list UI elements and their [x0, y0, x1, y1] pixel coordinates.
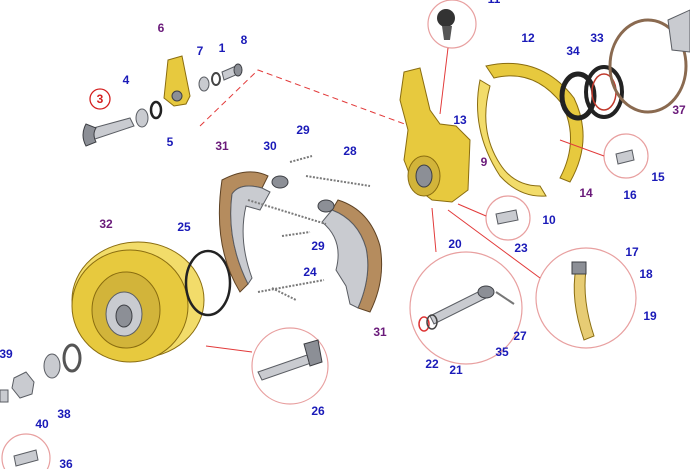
part-11-ball-joint-callout[interactable]	[427, 0, 477, 49]
part-31-brake-shoe-right[interactable]	[321, 199, 383, 313]
callout-5[interactable]: 5	[167, 135, 174, 149]
callout-16[interactable]: 16	[623, 188, 637, 202]
part-37-gasket[interactable]	[608, 18, 688, 114]
callout-31[interactable]: 31	[215, 139, 229, 153]
part-3-camshaft[interactable]	[82, 117, 135, 147]
assembly-guide-line	[199, 69, 411, 127]
part-15-16-bolt-callout[interactable]	[603, 133, 649, 179]
part-4-washer[interactable]	[135, 108, 149, 128]
callout-19[interactable]: 19	[643, 309, 657, 323]
part-10-23-bolt-callout[interactable]	[485, 195, 531, 241]
callout-23[interactable]: 23	[514, 241, 528, 255]
part-29-pin-lower[interactable]	[281, 231, 311, 237]
callout-17[interactable]: 17	[625, 245, 639, 259]
callout-29[interactable]: 29	[311, 239, 325, 253]
selected-callout-ring	[89, 88, 111, 110]
part-30-roller[interactable]	[271, 175, 289, 189]
part-36-bolt-callout[interactable]	[1, 433, 51, 469]
callout-1[interactable]: 1	[219, 41, 226, 55]
callout-30[interactable]: 30	[263, 139, 277, 153]
callout-35[interactable]: 35	[495, 345, 509, 359]
axle-hub	[667, 9, 690, 53]
callout-36[interactable]: 36	[59, 457, 73, 469]
part-26-bolt-callout[interactable]	[251, 327, 329, 405]
callout-32[interactable]: 32	[99, 217, 113, 231]
part-12-dust-shield[interactable]	[477, 62, 584, 197]
callout-13[interactable]: 13	[453, 113, 467, 127]
callout-26[interactable]: 26	[311, 404, 325, 418]
part-8-bolt[interactable]	[221, 63, 243, 81]
part-30-roller-lower[interactable]	[317, 199, 335, 213]
leader-35	[431, 207, 437, 253]
part-25-snap-ring[interactable]	[184, 249, 232, 317]
part-32-brake-drum[interactable]	[71, 241, 205, 363]
callout-10[interactable]: 10	[542, 213, 556, 227]
callout-8[interactable]: 8	[241, 33, 248, 47]
part-19-hose-callout[interactable]	[535, 247, 637, 349]
callout-24[interactable]: 24	[303, 265, 317, 279]
callout-34[interactable]: 34	[566, 44, 580, 58]
part-24-spring[interactable]	[257, 279, 325, 293]
part-38-washer-b[interactable]	[62, 343, 82, 373]
leader-19	[447, 209, 541, 279]
part-6-slack-adjuster[interactable]	[163, 55, 191, 107]
callout-33[interactable]: 33	[590, 31, 604, 45]
callout-4[interactable]: 4	[123, 73, 130, 87]
part-34-seal[interactable]	[559, 71, 597, 121]
callout-12[interactable]: 12	[521, 31, 535, 45]
part-38-washer-a[interactable]	[43, 353, 61, 379]
leader-15	[559, 139, 605, 157]
part-7-washer[interactable]	[198, 76, 210, 92]
part-29-pin-upper[interactable]	[289, 155, 313, 163]
part-1-ring[interactable]	[211, 72, 221, 86]
callout-27[interactable]: 27	[513, 329, 527, 343]
part-28-spring-lower[interactable]	[247, 199, 327, 225]
callout-18[interactable]: 18	[639, 267, 653, 281]
callout-25[interactable]: 25	[177, 220, 191, 234]
callout-38[interactable]: 38	[57, 407, 71, 421]
leader-26	[205, 345, 253, 353]
part-9-steering-knuckle[interactable]	[399, 67, 471, 203]
callout-40[interactable]: 40	[35, 417, 49, 431]
callout-28[interactable]: 28	[343, 144, 357, 158]
part-24-pin[interactable]	[271, 287, 297, 301]
part-31-brake-shoe-left[interactable]	[218, 171, 271, 293]
callout-37[interactable]: 37	[672, 103, 686, 117]
callout-11[interactable]: 11	[488, 0, 501, 6]
callout-21[interactable]: 21	[449, 363, 463, 377]
callout-31[interactable]: 31	[373, 325, 387, 339]
callout-15[interactable]: 15	[651, 170, 665, 184]
callout-6[interactable]: 6	[158, 21, 165, 35]
part-40-nut[interactable]	[11, 371, 35, 399]
callout-20[interactable]: 20	[448, 237, 462, 251]
part-5-ring[interactable]	[149, 100, 163, 120]
callout-9[interactable]: 9	[481, 155, 488, 169]
part-28-spring[interactable]	[305, 175, 371, 187]
part-35-camshaft-callout[interactable]	[409, 251, 523, 365]
callout-22[interactable]: 22	[425, 357, 439, 371]
callout-39[interactable]: 39	[0, 347, 13, 361]
callout-7[interactable]: 7	[197, 44, 204, 58]
part-39-pin[interactable]	[0, 389, 9, 403]
callout-29[interactable]: 29	[296, 123, 310, 137]
leader-11	[439, 47, 449, 115]
leader-10	[457, 203, 487, 217]
callout-3[interactable]: 3	[97, 92, 104, 106]
callout-14[interactable]: 14	[579, 186, 593, 200]
